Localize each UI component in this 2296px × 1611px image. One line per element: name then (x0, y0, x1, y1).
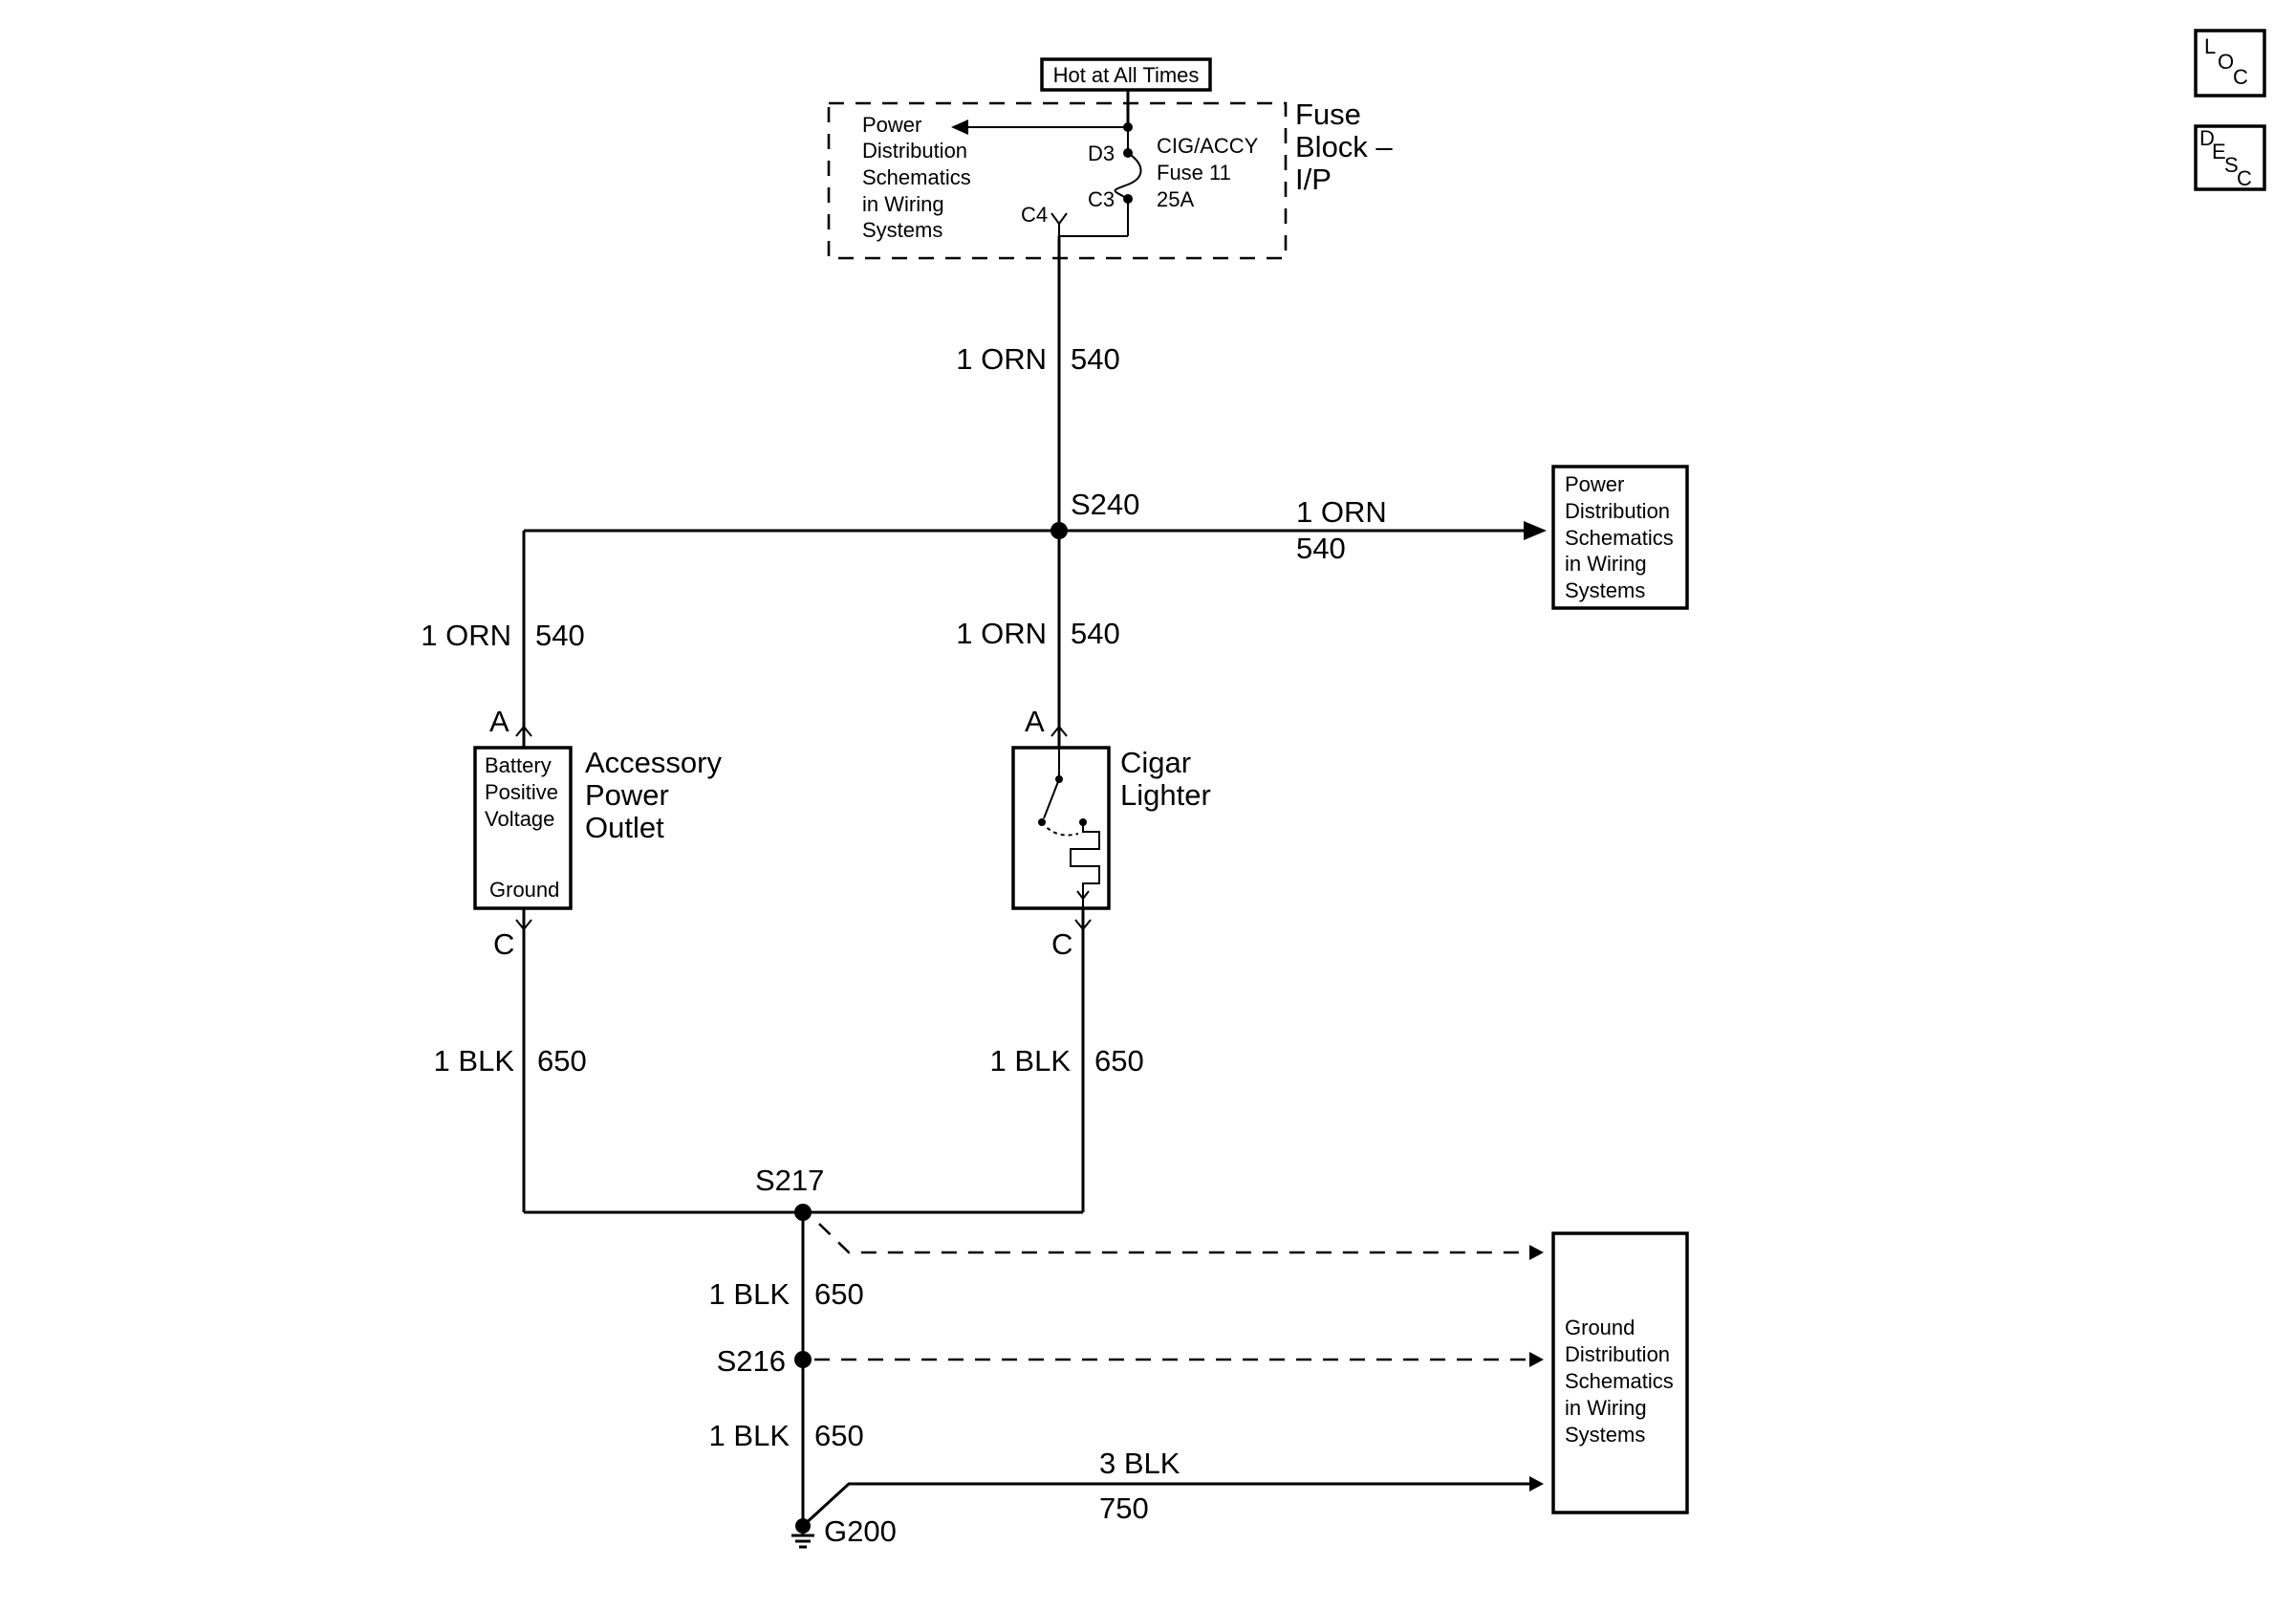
outlet-inner-line-2: Positive (485, 780, 558, 804)
ground-dist-line-1: Ground (1565, 1316, 1635, 1339)
wire-750-circuit: 750 (1099, 1491, 1149, 1525)
hot-at-all-times-box (1040, 57, 1212, 92)
desc-letter-1: D (2199, 126, 2215, 150)
desc-badge-frame (2194, 124, 2266, 191)
wire-top-gauge: 1 ORN (956, 342, 1047, 376)
wire-750-gauge: 3 BLK (1099, 1447, 1180, 1480)
lighter-terminal-c: C (1051, 927, 1072, 961)
lighter-switch-blade (1043, 778, 1060, 819)
lighter-terminal-a: A (1025, 705, 1045, 738)
lighter-switch-arc (1041, 821, 1079, 837)
lighter-name-line-2: Lighter (1120, 778, 1211, 812)
fuse-block-name-line-1: Fuse (1295, 98, 1361, 131)
ground-distribution-box: Ground Distribution Schematics in Wiring… (1551, 1231, 1689, 1514)
ground-dist-line-5: Systems (1565, 1423, 1645, 1447)
desc-letter-3: S (2224, 153, 2239, 177)
ground-dist-line-4: in Wiring (1565, 1396, 1647, 1420)
fuse-block: Hot at All Times Fuse Block – I/P Power … (827, 57, 1393, 260)
right-arrow-icon (1524, 521, 1547, 540)
outlet-inner-line-3: Voltage (485, 807, 554, 831)
power-distribution-frame (1551, 465, 1689, 610)
wire-left-ground-gauge: 1 BLK (434, 1044, 515, 1078)
fuse-pd-line-3: Schematics (862, 165, 971, 189)
splice-s216-dot (794, 1351, 812, 1368)
s217-dashed-ref (818, 1223, 1537, 1254)
c4-connector-icon (1051, 212, 1068, 226)
wire-right-ground-gauge: 1 BLK (990, 1044, 1072, 1078)
ground-distribution-frame (1551, 1231, 1689, 1514)
wire-top-circuit: 540 (1071, 342, 1120, 376)
fuse-label-line-3: 25A (1157, 187, 1194, 211)
wire-left-ground-circuit: 650 (537, 1044, 587, 1078)
outlet-connector-a-icon (515, 725, 532, 737)
power-dist-line-3: Schematics (1565, 526, 1674, 550)
outlet-inner-line-1: Battery (485, 753, 552, 777)
wire-s216-g200-circuit: 650 (814, 1419, 864, 1452)
splice-s216-label: S216 (717, 1344, 786, 1378)
power-dist-line-2: Distribution (1565, 499, 1670, 523)
loc-button[interactable]: L O C (2194, 29, 2266, 98)
s217-ref-arrow-icon (1529, 1245, 1544, 1260)
hot-at-all-times-label: Hot at All Times (1053, 63, 1200, 87)
fuse-pd-line-1: Power (862, 113, 921, 137)
wire-right-ground-circuit: 650 (1094, 1044, 1144, 1078)
lighter-connector-a-icon (1051, 725, 1068, 737)
loc-letter-2: O (2218, 50, 2234, 74)
ground-dist-line-3: Schematics (1565, 1369, 1674, 1393)
terminal-c3-label: C3 (1088, 187, 1115, 211)
wire-left-gauge: 1 ORN (421, 619, 511, 652)
outlet-name-line-2: Power (585, 778, 669, 812)
loc-letter-3: C (2233, 65, 2248, 89)
ground-g200-label: G200 (824, 1514, 897, 1548)
splice-s217-label: S217 (755, 1164, 824, 1197)
fuse-pd-line-4: in Wiring (862, 192, 944, 216)
fuse-11-symbol (1114, 152, 1142, 200)
wire-center-gauge: 1 ORN (956, 617, 1047, 650)
bus-arrow-icon (951, 120, 968, 135)
terminal-c4-label: C4 (1021, 203, 1048, 227)
s216-ref-arrow-icon (1529, 1352, 1544, 1367)
outlet-terminal-a: A (489, 705, 509, 738)
ground-dist-line-2: Distribution (1565, 1342, 1670, 1366)
power-dist-line-1: Power (1565, 472, 1624, 496)
wire-s217-s216-gauge: 1 BLK (709, 1277, 791, 1311)
loc-letter-1: L (2204, 34, 2216, 58)
outlet-name-line-3: Outlet (585, 811, 664, 844)
power-dist-line-4: in Wiring (1565, 552, 1647, 576)
fuse-block-name-line-3: I/P (1295, 163, 1332, 196)
wire-center-circuit: 540 (1071, 617, 1120, 650)
wire-right-gauge: 1 ORN (1296, 495, 1387, 529)
outlet-terminal-c: C (493, 927, 514, 961)
fuse-label-line-2: Fuse 11 (1157, 161, 1231, 185)
accessory-power-outlet: A Battery Positive Voltage Ground Access… (473, 705, 722, 961)
wire-right-circuit: 540 (1296, 532, 1346, 565)
outlet-inner-ground: Ground (489, 878, 559, 902)
wire-750-arrow-icon (1529, 1476, 1544, 1491)
power-dist-line-5: Systems (1565, 578, 1645, 602)
fuse-block-outline (827, 101, 1288, 260)
desc-button[interactable]: D E S C (2194, 124, 2266, 191)
power-distribution-box: Power Distribution Schematics in Wiring … (1551, 465, 1689, 610)
desc-letter-4: C (2237, 166, 2252, 190)
wire-left-circuit: 540 (535, 619, 585, 652)
outlet-name-line-1: Accessory (585, 746, 722, 779)
desc-letter-2: E (2212, 140, 2226, 163)
wire-s217-s216-circuit: 650 (814, 1277, 864, 1311)
fuse-pd-line-2: Distribution (862, 139, 967, 163)
lighter-heating-element (1070, 822, 1100, 899)
lighter-name-line-1: Cigar (1120, 746, 1191, 779)
lighter-frame (1011, 746, 1111, 910)
fuse-block-name-line-2: Block – (1295, 130, 1393, 163)
wire-750 (801, 1482, 1537, 1528)
cigar-lighter: A Cigar Lighter C (1011, 705, 1211, 961)
loc-badge-frame (2194, 29, 2266, 98)
fuse-label-line-1: CIG/ACCY (1157, 134, 1259, 158)
wire-s216-g200-gauge: 1 BLK (709, 1419, 791, 1452)
fuse-pd-line-5: Systems (862, 218, 942, 242)
splice-s240-label: S240 (1071, 488, 1139, 521)
terminal-d3-label: D3 (1088, 142, 1115, 165)
